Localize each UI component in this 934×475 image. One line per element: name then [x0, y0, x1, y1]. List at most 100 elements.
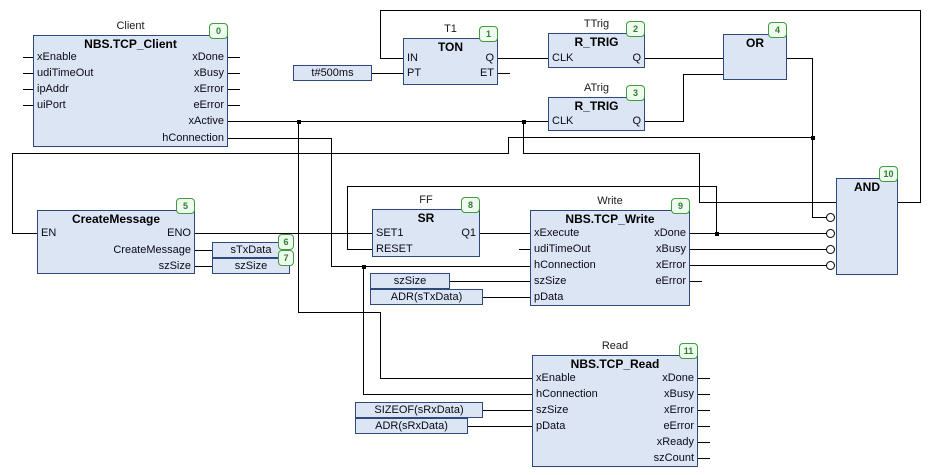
- output-pin[interactable]: eError: [663, 420, 694, 432]
- input-pin[interactable]: SET1: [376, 227, 404, 239]
- output-pin[interactable]: Q1: [461, 227, 476, 239]
- output-pin[interactable]: xBusy: [656, 243, 686, 255]
- wire-hconnection-to-read[interactable]: [363, 266, 364, 395]
- wire-hconnection-to-write[interactable]: [331, 138, 332, 267]
- input-pin[interactable]: RESET: [376, 243, 413, 255]
- wire-xerror-to-and-in5[interactable]: [690, 265, 827, 266]
- output-pin[interactable]: xDone: [662, 372, 694, 384]
- wire-xdone-to-reset[interactable]: [347, 186, 717, 187]
- block-or[interactable]: OR: [723, 34, 787, 80]
- wire-ton-q-to-ttrig-clk[interactable]: [498, 58, 549, 59]
- wire-and-out-to-ton-in[interactable]: [920, 10, 921, 203]
- wire-stub-write-uditimeout[interactable]: [519, 249, 531, 250]
- input-pin[interactable]: PT: [407, 67, 422, 79]
- input-pin[interactable]: CLK: [552, 115, 574, 127]
- operand-box-szsize-write[interactable]: szSize: [370, 273, 450, 289]
- input-pin[interactable]: IN: [407, 52, 418, 64]
- wire-stub-read-xready[interactable]: [698, 442, 710, 443]
- output-pin[interactable]: xError: [664, 404, 694, 416]
- wire-atrig-q-to-or[interactable]: [683, 74, 724, 75]
- input-pin[interactable]: hConnection: [534, 259, 596, 271]
- wire-q1-to-xexecute[interactable]: [480, 233, 531, 234]
- operand-box-adr-srxdata[interactable]: ADR(sRxData): [355, 418, 468, 434]
- wire-adr-srxdata-to-pdata[interactable]: [468, 426, 533, 427]
- wire-stub-client-xenable[interactable]: [23, 57, 34, 58]
- output-pin[interactable]: xBusy: [664, 388, 694, 400]
- wire-atrig-q-to-or[interactable]: [645, 121, 684, 122]
- operand-box-stxdata[interactable]: sTxData: [212, 242, 290, 258]
- wire-or-out-to-and-in2[interactable]: [787, 58, 813, 59]
- operand-box-adr-stxdata[interactable]: ADR(sTxData): [370, 289, 483, 305]
- wire-or-feedback-to-en[interactable]: [12, 233, 38, 234]
- wire-t500ms-to-pt[interactable]: [372, 73, 404, 74]
- output-pin[interactable]: eError: [193, 99, 224, 111]
- input-pin[interactable]: xEnable: [37, 51, 77, 63]
- wire-xactive-to-read-xenable[interactable]: [380, 312, 381, 379]
- wire-xdone-to-reset[interactable]: [347, 249, 373, 250]
- input-pin[interactable]: pData: [534, 291, 564, 303]
- output-pin[interactable]: xDone: [192, 51, 224, 63]
- output-pin[interactable]: szSize: [158, 260, 191, 272]
- output-pin[interactable]: szCount: [653, 452, 694, 464]
- wire-or-feedback-to-en[interactable]: [508, 137, 509, 154]
- wire-ttrig-q-to-or[interactable]: [645, 58, 724, 59]
- input-pin[interactable]: pData: [536, 420, 566, 432]
- wire-and-out-to-ton-in[interactable]: [380, 10, 921, 11]
- output-pin[interactable]: Q: [632, 115, 641, 127]
- wire-stub-read-szcount[interactable]: [698, 458, 710, 459]
- wire-stub-read-xdone[interactable]: [698, 378, 710, 379]
- block-and[interactable]: AND: [836, 178, 898, 275]
- wire-szsize-box-to-write[interactable]: [450, 281, 531, 282]
- output-pin[interactable]: xReady: [656, 436, 694, 448]
- wire-stub-write-eerror[interactable]: [690, 281, 702, 282]
- wire-xactive-to-read-xenable[interactable]: [298, 312, 381, 313]
- wire-stub-read-xbusy[interactable]: [698, 394, 710, 395]
- operand-box-szsize-var[interactable]: szSize: [212, 258, 290, 274]
- wire-sizeof-srxdata-to-szsize[interactable]: [483, 410, 533, 411]
- wire-xactive-to-and-in1[interactable]: [699, 153, 700, 203]
- wire-xactive-to-read-xenable[interactable]: [380, 378, 533, 379]
- wire-hconnection-to-read[interactable]: [363, 394, 533, 395]
- wire-createmessage-to-stxdata[interactable]: [195, 250, 213, 251]
- wire-and-out-to-ton-in[interactable]: [380, 58, 404, 59]
- wire-xactive-to-read-xenable[interactable]: [298, 121, 299, 313]
- output-pin[interactable]: xError: [656, 259, 686, 271]
- wire-or-feedback-to-en[interactable]: [508, 137, 813, 138]
- output-pin[interactable]: eError: [655, 275, 686, 287]
- wire-or-feedback-to-en[interactable]: [12, 153, 509, 154]
- input-pin[interactable]: hConnection: [536, 388, 598, 400]
- wire-xactive-to-and-in1[interactable]: [699, 202, 837, 203]
- wire-stub-client-xbusy[interactable]: [228, 73, 240, 74]
- input-pin[interactable]: uiPort: [37, 99, 66, 111]
- wire-and-out-to-ton-in[interactable]: [380, 10, 381, 59]
- wire-and-out-to-ton-in[interactable]: [898, 202, 921, 203]
- wire-stub-read-eerror[interactable]: [698, 426, 710, 427]
- operand-box-sizeof-srxdata[interactable]: SIZEOF(sRxData): [355, 402, 483, 418]
- wire-stub-client-uiport[interactable]: [23, 105, 34, 106]
- output-pin[interactable]: xError: [194, 83, 224, 95]
- input-pin[interactable]: ipAddr: [37, 83, 69, 95]
- wire-stub-ton-et[interactable]: [498, 73, 510, 74]
- output-pin[interactable]: ET: [479, 67, 494, 79]
- wire-xdone-to-reset[interactable]: [716, 186, 717, 234]
- wire-or-out-to-and-in2[interactable]: [812, 217, 827, 218]
- output-pin[interactable]: CreateMessage: [113, 244, 191, 256]
- output-pin[interactable]: xBusy: [194, 67, 224, 79]
- wire-stub-client-xdone[interactable]: [228, 57, 240, 58]
- wire-eno-to-set1[interactable]: [195, 233, 373, 234]
- input-pin[interactable]: udiTimeOut: [534, 243, 591, 255]
- wire-stub-client-eerror[interactable]: [228, 105, 240, 106]
- wire-hconnection-to-write[interactable]: [228, 138, 332, 139]
- wire-atrig-q-to-or[interactable]: [683, 74, 684, 122]
- input-pin[interactable]: udiTimeOut: [37, 67, 94, 79]
- wire-xactive-bus[interactable]: [228, 121, 549, 122]
- input-pin[interactable]: szSize: [536, 404, 569, 416]
- output-pin[interactable]: Q: [485, 52, 494, 64]
